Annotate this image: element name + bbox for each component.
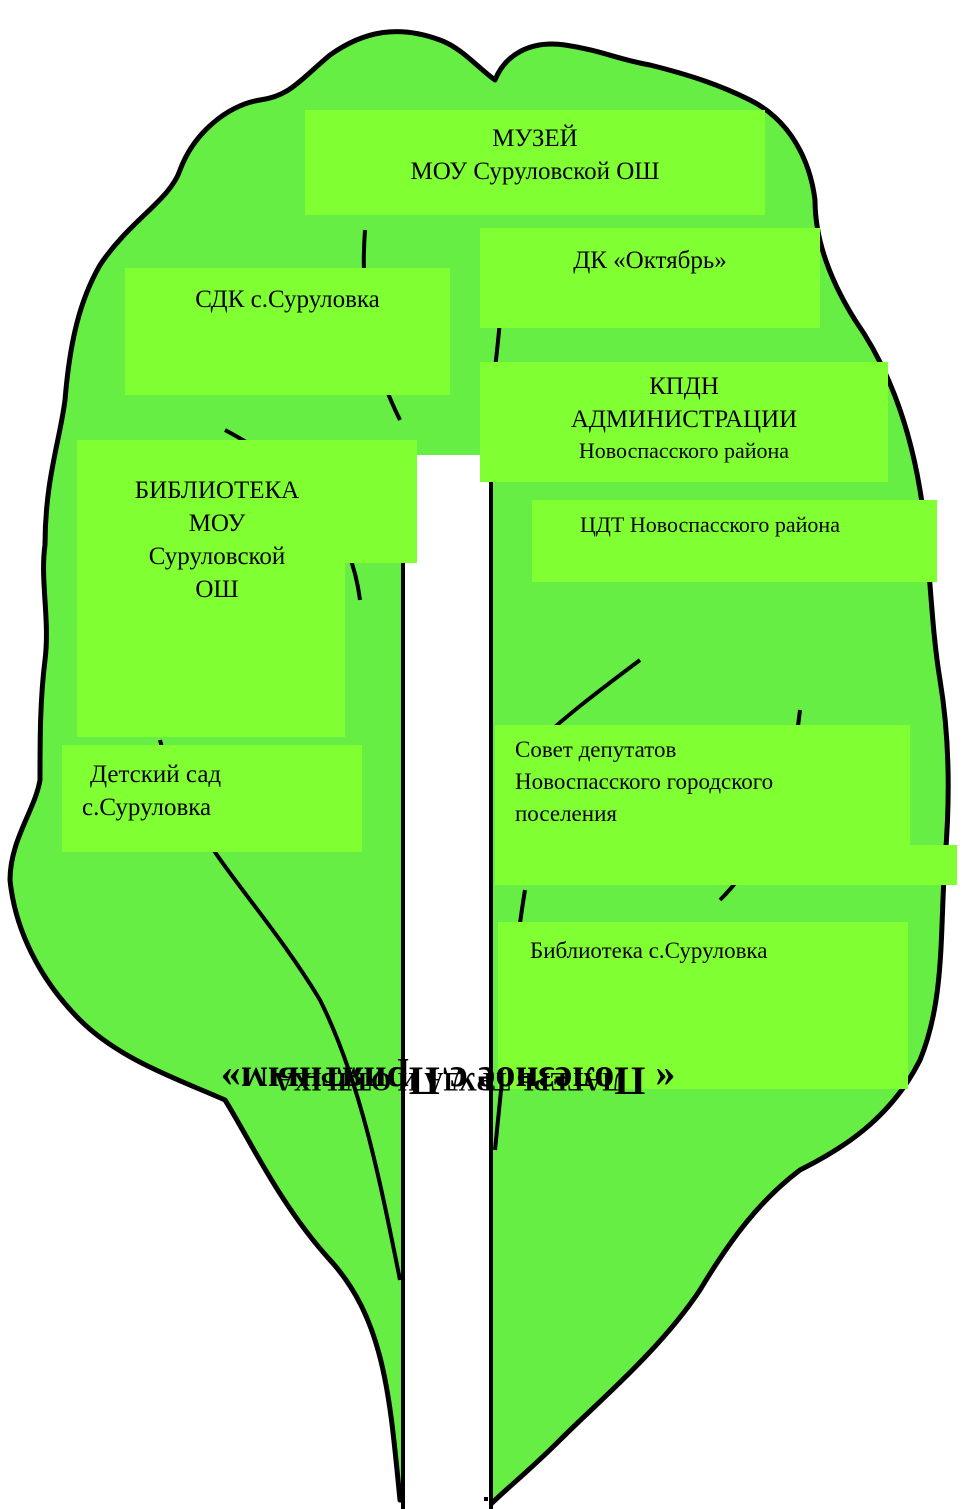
council-line2: Новоспасского городского [515, 766, 773, 798]
council-line3: поселения [515, 798, 773, 830]
council-label: Совет депутатов Новоспасского городского… [515, 734, 773, 831]
library-school-label: БИБЛИОТЕКА МОУ Суруловской ОШ [77, 474, 357, 606]
dk-label: ДК «Октябрь» [480, 244, 820, 277]
museum-line1: МУЗЕЙ [305, 122, 765, 155]
dk-line1: ДК «Октябрь» [480, 244, 820, 277]
kpdn-line1: КПДН [480, 370, 888, 403]
kpdn-line3: Новоспасского района [480, 436, 888, 465]
library-school-line4: ОШ [77, 573, 357, 606]
library-school-line3: Суруловской [77, 540, 357, 573]
kindergarten-line2: с.Суруловка [82, 791, 221, 824]
library-village-label: Библиотека с.Суруловка [530, 936, 767, 966]
kindergarten-line1: Детский сад [82, 758, 221, 791]
museum-line2: МОУ Суруловской ОШ [305, 155, 765, 188]
council-line1: Совет депутатов [515, 734, 773, 766]
kindergarten-label: Детский сад с.Суруловка [82, 758, 221, 824]
box-dk-oktyabr [480, 228, 820, 328]
sdk-label: СДК с.Суруловка [125, 283, 450, 316]
cdt-line1: ЦДТ Новоспасского района [580, 510, 840, 539]
library-village-line1: Библиотека с.Суруловка [530, 936, 767, 966]
museum-label: МУЗЕЙ МОУ Суруловской ОШ [305, 122, 765, 188]
library-school-line2: МОУ [77, 507, 357, 540]
kpdn-line2: АДМИНИСТРАЦИИ [480, 403, 888, 436]
trunk-dot [484, 1497, 488, 1501]
box-council-ext [495, 845, 957, 885]
library-school-line1: БИБЛИОТЕКА [77, 474, 357, 507]
sdk-line1: СДК с.Суруловка [125, 283, 450, 316]
kpdn-label: КПДН АДМИНИСТРАЦИИ Новоспасского района [480, 370, 888, 465]
camp-title-part2: « Полезное с Приятным» [221, 1058, 676, 1105]
tree-trunk [405, 455, 491, 1509]
cdt-label: ЦДТ Новоспасского района [580, 510, 840, 539]
